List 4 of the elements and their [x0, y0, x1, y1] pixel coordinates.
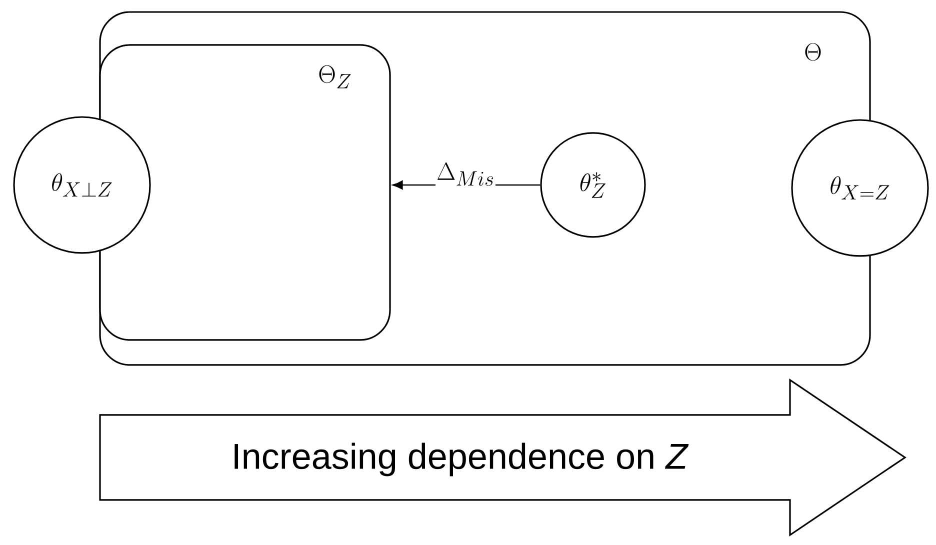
circle-node: $\theta^*_Z$ [540, 132, 646, 238]
edge-label: $\Delta_{Mis}$ [436, 162, 496, 187]
circle-node: $\theta_{X\perp Z}$ [13, 116, 151, 254]
circle-node: $\theta_{X=Z}$ [791, 119, 929, 257]
